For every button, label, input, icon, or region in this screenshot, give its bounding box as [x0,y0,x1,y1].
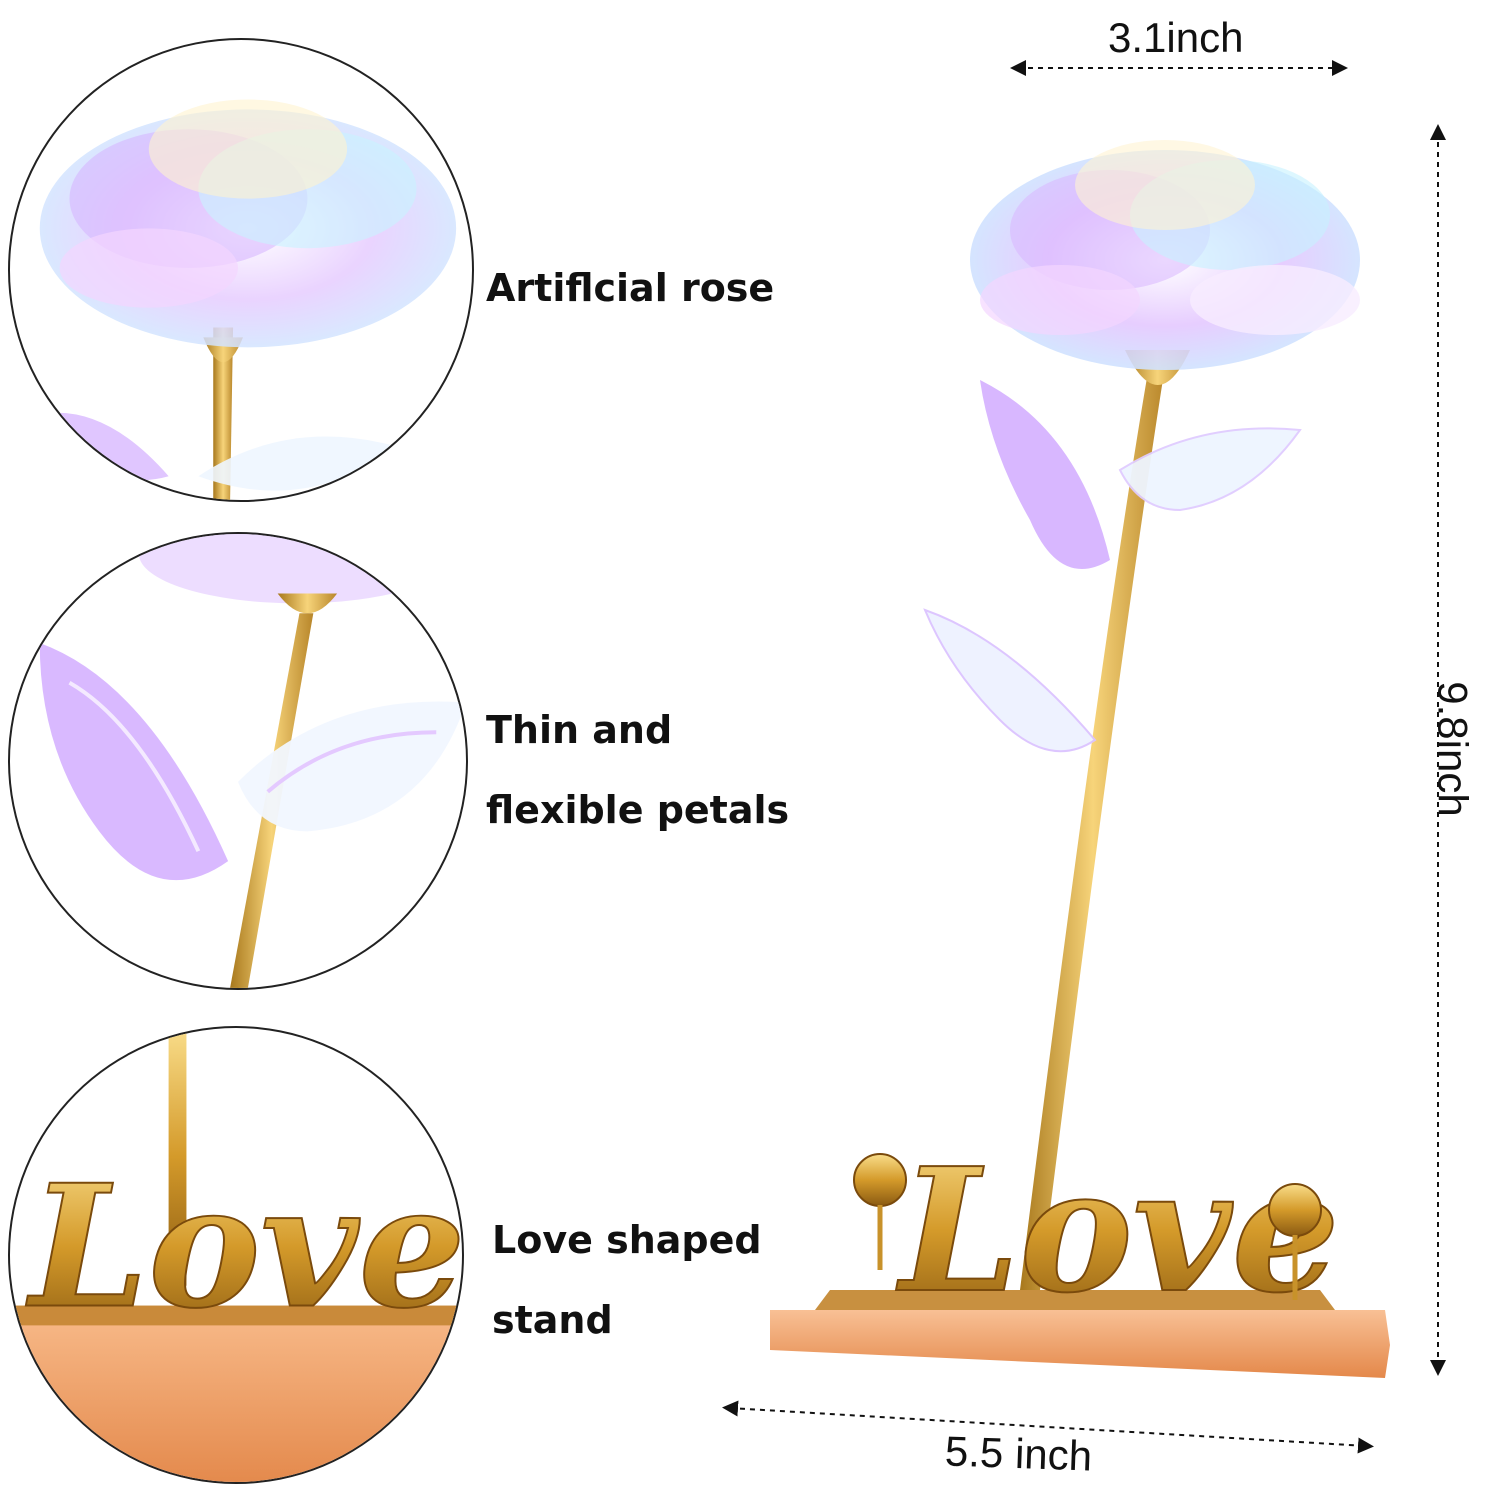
callout-petals: Thin and flexible petals [486,690,789,850]
width-top-label: 3.1inch [1108,14,1244,61]
stand-closeup-love-text: Love [26,1148,462,1346]
callout-line: flexible petals [486,788,790,832]
callout-line: Artiflcial rose [486,266,775,310]
rose-leaf [923,608,1097,753]
stand-small-rose-left [853,1153,907,1270]
width-base-label: 5.5 inch [944,1427,1093,1480]
rose-closeup-image [29,99,457,500]
callout-stand: Love shaped stand [492,1200,762,1360]
stand-love-text: Love [896,1131,1340,1331]
stand-base [770,1310,1390,1378]
rose-head [970,140,1360,370]
stand-small-rose-right [1268,1183,1322,1300]
callout-artificial-rose: Artiflcial rose [486,248,774,328]
stand-closeup-image: Love [10,1028,462,1482]
rose-leaf [1118,427,1302,512]
petals-closeup-circle [8,532,468,990]
callout-line: Love shaped [492,1218,762,1262]
stand-closeup-circle: Love [8,1026,464,1484]
callout-line: Thin and [486,708,673,752]
rose-leaf [980,380,1110,569]
rose-closeup-circle [8,38,474,502]
height-label: 9.8inch [1429,681,1477,817]
rose-stem [1020,360,1166,1290]
callout-line: stand [492,1298,613,1342]
width-base-arrow [722,1400,1374,1454]
